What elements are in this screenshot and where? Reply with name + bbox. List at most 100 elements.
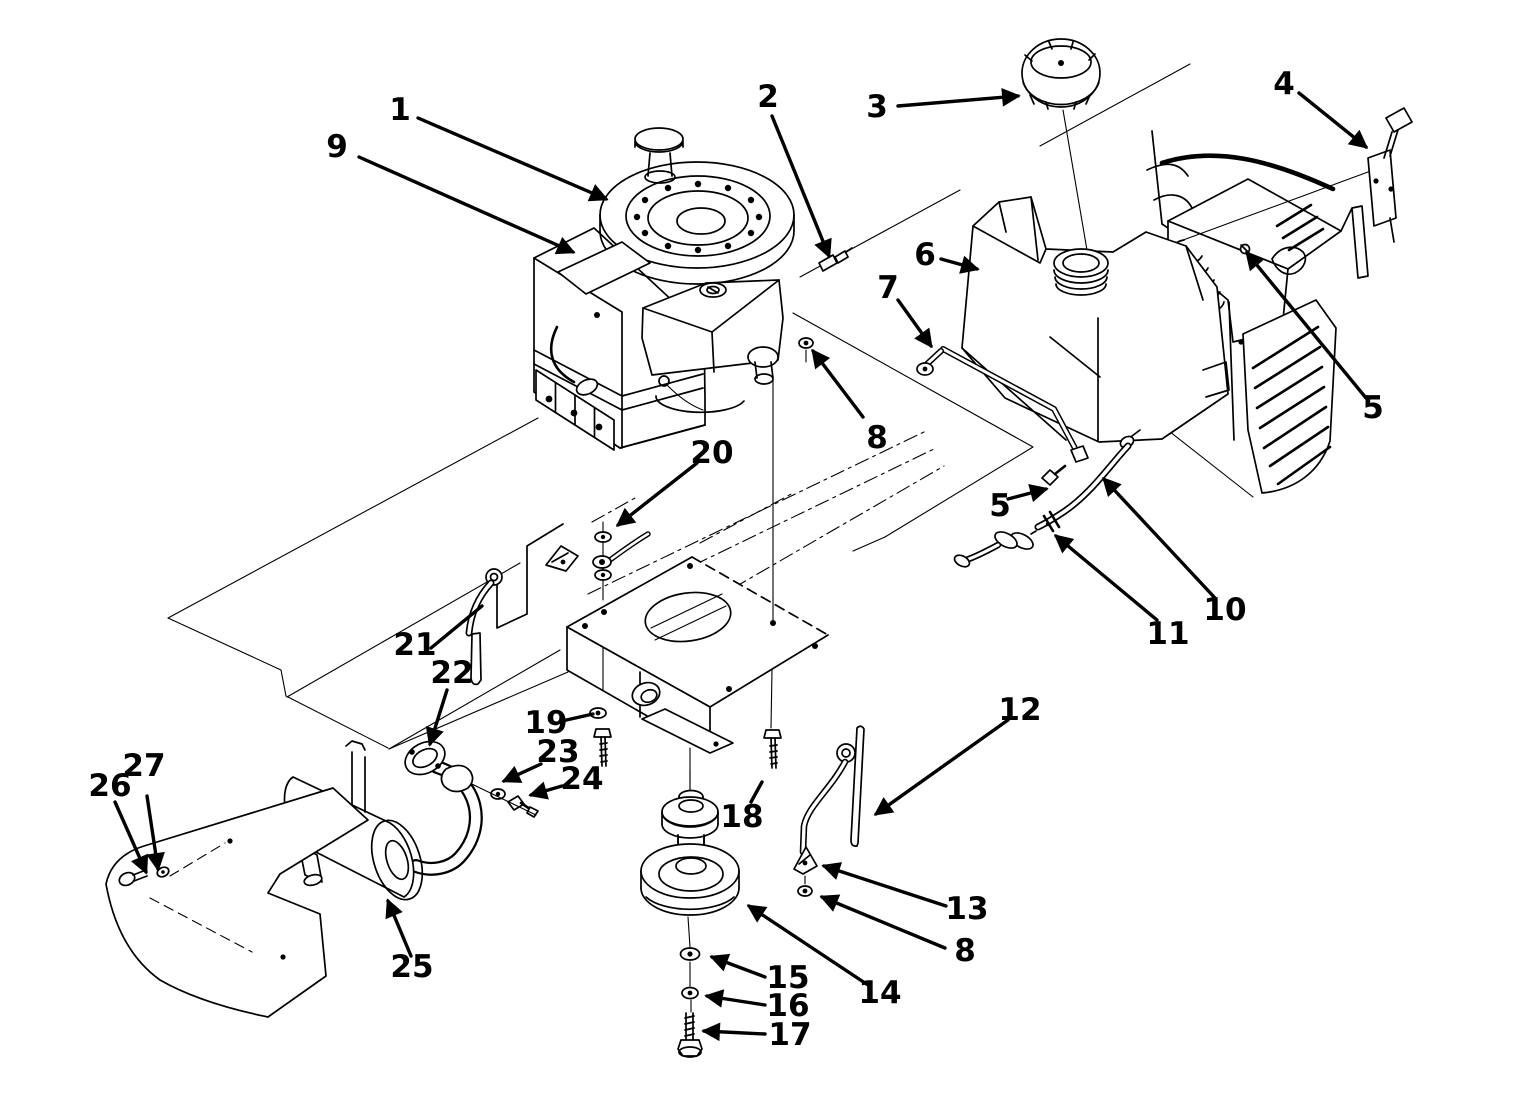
- callout-c10-label: 10: [1203, 592, 1246, 628]
- heat-shield: [105, 787, 369, 1018]
- upper-vent-slats: [1275, 203, 1325, 252]
- callout-c23-leader: [501, 762, 543, 783]
- callout-c1-leader: [416, 116, 609, 202]
- callout-c5m-label: 5: [989, 488, 1011, 524]
- washer-23: [490, 788, 506, 800]
- oil-cap-icon: [634, 127, 684, 184]
- lock-washer-16: [681, 986, 699, 1000]
- pulley-assembly: [640, 769, 740, 1058]
- callout-c5r-leader: [1245, 250, 1368, 400]
- callout-c27-leader: [145, 794, 165, 872]
- callout-c27-label: 27: [122, 748, 165, 784]
- pin-fitting: [818, 247, 853, 272]
- callout-c22-leader: [425, 688, 449, 747]
- callout-c8t-label: 8: [866, 420, 888, 456]
- callout-c17-label: 17: [768, 1017, 811, 1053]
- callout-c21-label: 21: [393, 627, 436, 663]
- callout-c4-label: 4: [1273, 66, 1295, 102]
- callout-c21-leader: [429, 604, 484, 650]
- callout-c8b-leader: [819, 894, 947, 950]
- callout-c25-leader: [385, 898, 413, 958]
- callout-c24-label: 24: [560, 761, 603, 797]
- hose-clamp-11: [1042, 510, 1061, 533]
- angle-bracket-20: [545, 545, 579, 572]
- clamp-22: [440, 764, 474, 793]
- callout-c8b-label: 8: [954, 933, 976, 969]
- callout-c2-label: 2: [757, 79, 779, 115]
- fuel-cap: [1021, 38, 1101, 257]
- callout-c17-leader: [701, 1022, 767, 1042]
- callout-c7-label: 7: [877, 270, 899, 306]
- engine-decal: [557, 241, 651, 295]
- vent-slats: [1242, 299, 1337, 494]
- callout-c18-leader: [749, 780, 764, 804]
- support-bracket-21: [465, 523, 564, 686]
- nut-8-top: [798, 337, 814, 363]
- callout-c2-leader: [770, 114, 832, 259]
- callout-c12-label: 12: [998, 692, 1041, 728]
- hook-rod-21: [470, 632, 482, 686]
- callout-c16-label: 16: [766, 988, 809, 1024]
- callout-c11-label: 11: [1146, 616, 1189, 652]
- callout-c19-leader: [560, 712, 595, 723]
- console-panel: [1146, 130, 1369, 494]
- callout-c18-label: 18: [720, 799, 763, 835]
- dipstick-wire: [549, 325, 576, 384]
- callout-c20-leader: [615, 461, 699, 527]
- fuel-line: [916, 346, 1089, 463]
- callout-c6-label: 6: [914, 237, 936, 273]
- callout-c3-label: 3: [866, 89, 888, 125]
- callout-c22-label: 22: [430, 655, 473, 691]
- callout-c24-leader: [528, 781, 564, 800]
- callout-c5r-label: 5: [1362, 390, 1384, 426]
- callout-c19-label: 19: [524, 705, 567, 741]
- bolt-center: [763, 729, 782, 769]
- fuel-tank: [961, 196, 1230, 443]
- callout-c12-leader: [873, 718, 1010, 816]
- callout-c4-leader: [1297, 91, 1369, 149]
- screw-5-mid: [1041, 464, 1067, 486]
- callout-c9-label: 9: [326, 129, 348, 165]
- muffler-bracket: [345, 740, 366, 813]
- washer-15: [679, 947, 701, 961]
- callout-c10-leader: [1102, 476, 1217, 600]
- pulley-14: [640, 843, 740, 916]
- washer-stack-20: [592, 521, 651, 691]
- callout-c3-leader: [896, 88, 1021, 108]
- bolt-17: [677, 1012, 703, 1058]
- callout-c6-leader: [939, 255, 980, 274]
- engine-shroud-slats: [535, 369, 615, 451]
- carb-boss: [747, 346, 779, 368]
- throttle-lever: [1174, 107, 1413, 244]
- callout-c14-label: 14: [858, 975, 901, 1011]
- callout-c20-label: 20: [690, 435, 733, 471]
- fuel-hose: [953, 429, 1141, 568]
- callout-c15-leader: [709, 953, 767, 979]
- nut-8-bottom: [797, 885, 813, 897]
- callout-c7-leader: [896, 298, 933, 349]
- callout-c26-label: 26: [88, 768, 131, 804]
- engine: [533, 127, 795, 451]
- callout-c9-leader: [357, 155, 576, 255]
- callout-c13-leader: [821, 862, 948, 908]
- idler-rod-12: [799, 725, 865, 856]
- callout-c14-leader: [746, 904, 870, 987]
- callout-c13-label: 13: [945, 891, 988, 927]
- callout-c25-label: 25: [390, 949, 433, 985]
- engine-fuel-tank: [641, 279, 784, 376]
- exhaust-flange-22: [404, 740, 474, 793]
- callout-c15-label: 15: [766, 960, 809, 996]
- callout-c11-leader: [1053, 534, 1159, 622]
- fuel-outlet-fitting: [658, 375, 670, 387]
- callout-c23-label: 23: [536, 734, 579, 770]
- callout-c1-label: 1: [389, 92, 411, 128]
- callout-c5m-leader: [1006, 484, 1049, 503]
- inline-fuel-filter: [994, 530, 1037, 550]
- line-fitting-nut: [1070, 445, 1089, 463]
- filler-neck: [1053, 248, 1109, 296]
- callout-c26-leader: [113, 800, 149, 875]
- angle-bracket-13: [793, 846, 818, 885]
